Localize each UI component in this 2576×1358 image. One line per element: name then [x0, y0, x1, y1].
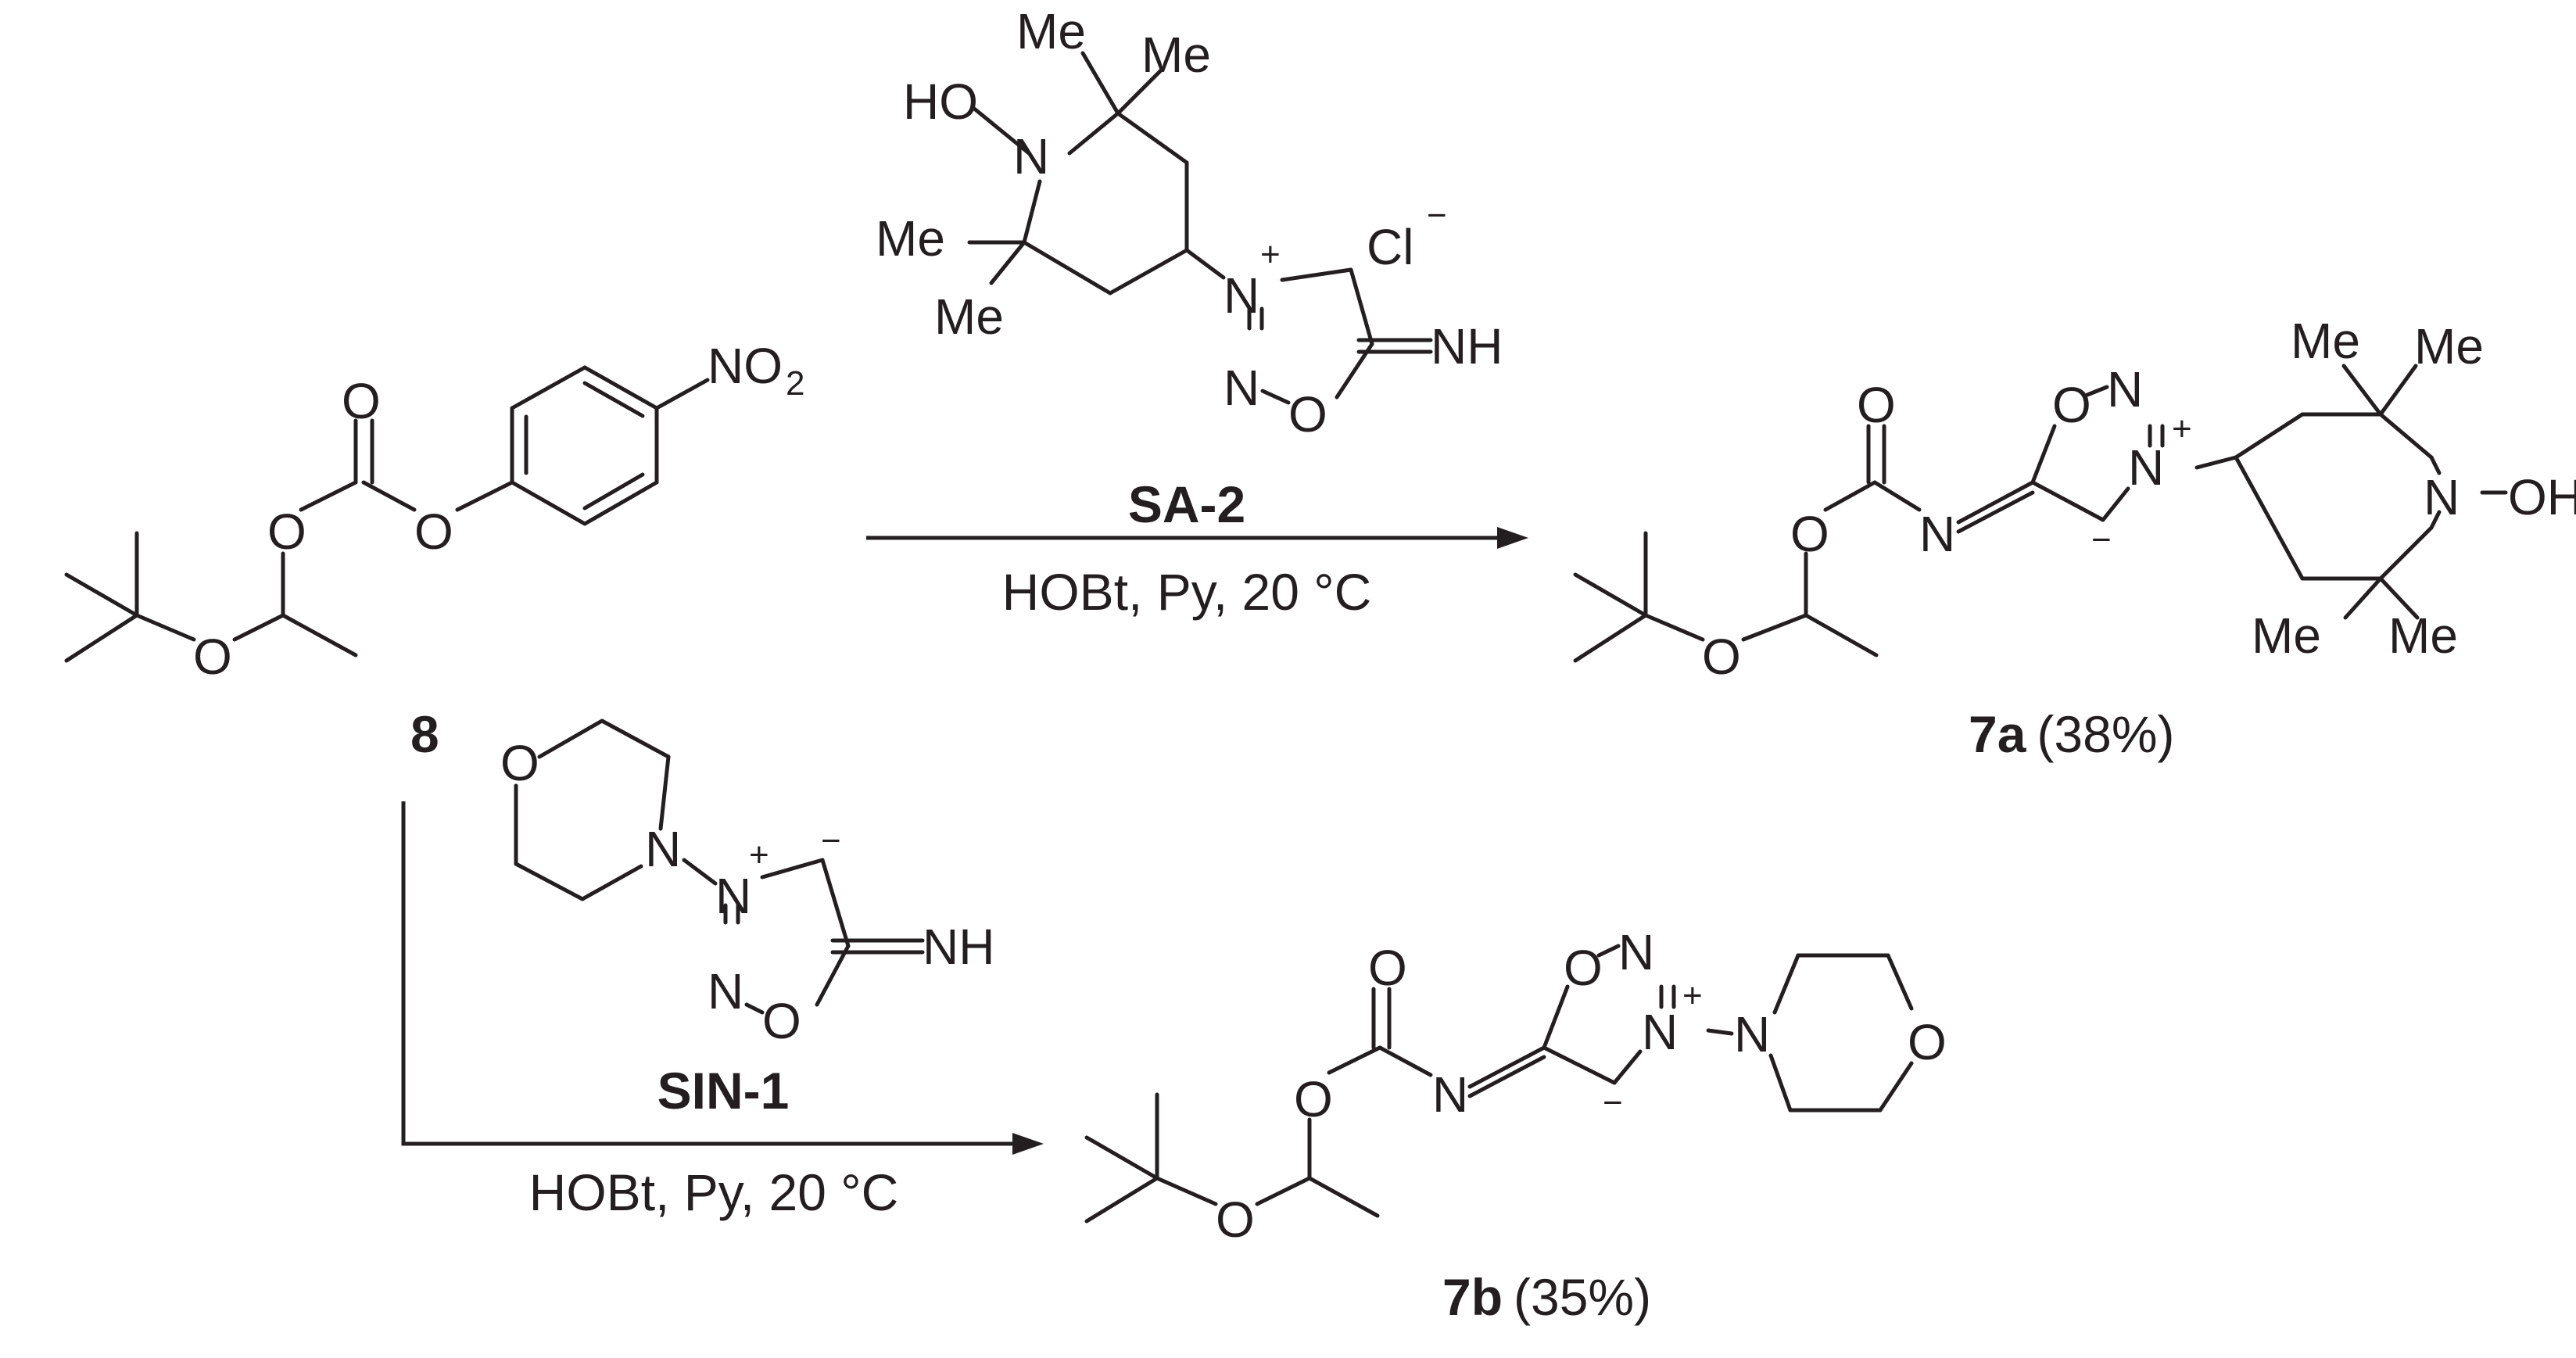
atom-nh: NH [1431, 318, 1503, 374]
atom-n: N [1734, 1006, 1770, 1062]
product-7b-yield: (35%) [1514, 1268, 1651, 1326]
atom-o: O [1857, 377, 1896, 433]
atom-cl: Cl [1367, 219, 1413, 275]
atom-me: Me [2414, 318, 2484, 374]
reagent-sin1-label: SIN-1 [657, 1062, 790, 1120]
atom-o: O [1908, 1014, 1947, 1070]
atom-n: N [1618, 924, 1654, 980]
atom-me: Me [1141, 27, 1211, 83]
atom-o: O [342, 373, 381, 429]
charge-minus: − [1427, 196, 1447, 235]
product-7a-structure: O O O N O N N + − N OH Me Me Me Me [1573, 313, 2576, 685]
product-7a-label: 7a [1969, 705, 2027, 763]
atom-o: O [1288, 386, 1327, 443]
conditions-top: HOBt, Py, 20 °C [1002, 563, 1372, 621]
reagent-sa2-structure: HO N Me Me Me Me N + N O NH Cl − [876, 3, 1503, 443]
atom-me: Me [2291, 313, 2360, 369]
atom-n: N [1013, 128, 1049, 185]
charge-plus: + [749, 836, 769, 874]
atom-o: O [762, 993, 801, 1049]
atom-n: N [2128, 439, 2164, 496]
charge-plus: + [1682, 976, 1703, 1015]
charge-minus: − [2091, 521, 2112, 559]
arrowhead-bottom [1012, 1133, 1044, 1155]
atom-o: O [2052, 377, 2091, 433]
product-7b-structure: O O O N O N N + − N O [1084, 924, 1947, 1248]
product-7a-caption: 7a(38%) [1969, 705, 2174, 763]
atom-nh: NH [923, 919, 994, 975]
atom-o: O [1216, 1191, 1255, 1248]
atom-n: N [1224, 360, 1259, 416]
product-7b-label: 7b [1442, 1268, 1503, 1326]
atom-o: O [1294, 1071, 1333, 1127]
compound-8-structure: O O O O NO 2 [64, 338, 804, 685]
reagent-sa2-label: SA-2 [1128, 475, 1245, 533]
atom-n: N [708, 963, 743, 1019]
charge-plus: + [2172, 410, 2192, 448]
atom-n: N [2424, 469, 2460, 525]
atom-me: Me [876, 210, 945, 267]
product-7b-caption: 7b(35%) [1442, 1268, 1651, 1326]
atom-n: N [1432, 1066, 1468, 1123]
subscript-2: 2 [786, 364, 804, 403]
charge-minus: − [821, 822, 841, 860]
atom-oh: OH [2508, 469, 2576, 525]
atom-me: Me [934, 288, 1004, 345]
atom-n: N [645, 821, 681, 877]
atom-ho: HO [903, 73, 978, 130]
charge-minus: − [1603, 1084, 1623, 1122]
atom-o: O [1368, 940, 1407, 996]
atom-o: O [1790, 506, 1829, 562]
atom-n: N [1224, 267, 1259, 324]
charge-plus: + [1260, 235, 1281, 274]
compound-8-label: 8 [410, 705, 439, 763]
atom-o: O [193, 629, 232, 685]
atom-n: N [2107, 361, 2143, 417]
atom-no: NO [708, 338, 783, 394]
atom-me: Me [2252, 607, 2321, 664]
arrowhead-top [1497, 527, 1528, 549]
atom-o: O [267, 503, 306, 560]
product-7a-yield: (38%) [2037, 705, 2174, 763]
atom-me: Me [2388, 607, 2458, 664]
atom-n: N [1642, 1004, 1678, 1060]
atom-o: O [414, 503, 453, 560]
reaction-arrow-bottom [401, 801, 1024, 1146]
atom-me: Me [1016, 3, 1086, 59]
conditions-bottom: HOBt, Py, 20 °C [529, 1163, 899, 1221]
atom-o: O [1702, 629, 1741, 685]
atom-o: O [500, 735, 539, 791]
atom-n: N [715, 868, 751, 924]
atom-n: N [1919, 506, 1955, 562]
reagent-sin1-structure: O N N + − N O NH [500, 718, 994, 1049]
atom-o: O [1564, 940, 1603, 996]
